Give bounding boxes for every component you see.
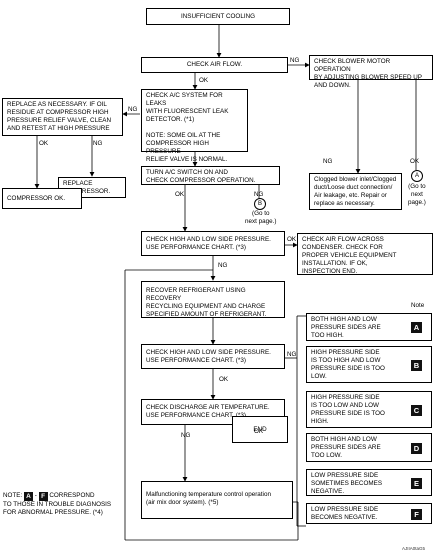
box-check-blower-motor: CHECK BLOWER MOTOR OPERATION BY ADJUSTIN… bbox=[309, 55, 433, 89]
badge-f-icon: F bbox=[38, 492, 48, 501]
box-check-air-flow: CHECK AIR FLOW. bbox=[141, 57, 288, 73]
note-text: HIGH PRESSURE SIDE IS TOO HIGH AND LOW P… bbox=[311, 349, 385, 380]
label-ok: OK bbox=[175, 191, 185, 198]
label-goto-next-page: (Go to next page.) bbox=[408, 183, 426, 206]
note-text: HIGH PRESSURE SIDE IS TOO LOW AND LOW PR… bbox=[311, 394, 385, 425]
badge-a-icon: A bbox=[411, 322, 422, 333]
box-recover-refrigerant: RECOVER REFRIGERANT USING RECOVERY RECYC… bbox=[141, 281, 285, 318]
box-replace-as-necessary: REPLACE AS NECESSARY. IF OIL RESIDUE AT … bbox=[2, 98, 123, 136]
label-ng: NG bbox=[93, 140, 103, 147]
label-ng: NG bbox=[181, 432, 191, 439]
footnote-line3: FOR ABNORMAL PRESSURE. (*4) bbox=[3, 509, 103, 516]
note-text: LOW PRESSURE SIDE SOMETIMES BECOMES NEGA… bbox=[311, 472, 383, 495]
badge-a-icon: A bbox=[24, 492, 33, 501]
footnote-prefix: NOTE: bbox=[3, 492, 23, 499]
note-text: BOTH HIGH AND LOW PRESSURE SIDES ARE TOO… bbox=[311, 316, 381, 339]
label-ok: OK bbox=[219, 376, 229, 383]
box-check-high-low-1: CHECK HIGH AND LOW SIDE PRESSURE. USE PE… bbox=[141, 231, 285, 256]
note-box-f: LOW PRESSURE SIDE BECOMES NEGATIVE. bbox=[306, 503, 432, 524]
label-ok: OK bbox=[287, 236, 297, 243]
label-ok: OK bbox=[39, 140, 49, 147]
label-ok: OK bbox=[199, 77, 209, 84]
box-check-ac-leaks: CHECK A/C SYSTEM FOR LEAKS WITH FLUORESC… bbox=[141, 89, 248, 163]
note-text: BOTH HIGH AND LOW PRESSURE SIDES ARE TOO… bbox=[311, 436, 381, 459]
footnote-dash: - bbox=[33, 492, 39, 499]
label-goto-next-page: (Go to next page.) bbox=[245, 210, 277, 225]
figure-code: AJIIA0taG5 bbox=[402, 546, 426, 551]
badge-f-icon: F bbox=[411, 509, 422, 520]
connector-b: B bbox=[254, 198, 266, 210]
box-turn-ac-on: TURN A/C SWITCH ON AND CHECK COMPRESSOR … bbox=[141, 166, 280, 185]
label-ng: NG bbox=[128, 106, 138, 113]
label-ng: NG bbox=[287, 351, 297, 358]
note-title: Note bbox=[411, 302, 425, 309]
footnote: NOTE: A - F CORRESPOND TO THOSE IN TROUB… bbox=[3, 492, 111, 517]
box-check-condenser: CHECK AIR FLOW ACROSS CONDENSER. CHECK F… bbox=[297, 233, 433, 275]
box-check-high-low-2: CHECK HIGH AND LOW SIDE PRESSURE. USE PE… bbox=[141, 344, 285, 369]
label-ng: NG bbox=[290, 57, 300, 64]
badge-e-icon: E bbox=[411, 478, 422, 489]
box-insufficient-cooling: INSUFFICIENT COOLING bbox=[146, 8, 290, 25]
label-ok: OK bbox=[410, 158, 420, 165]
box-end: END bbox=[232, 416, 288, 443]
connector-a: A bbox=[411, 170, 423, 182]
footnote-line2: TO THOSE IN TROUBLE DIAGNOSIS bbox=[3, 501, 112, 508]
label-ng: NG bbox=[218, 262, 228, 269]
badge-c-icon: C bbox=[411, 405, 422, 416]
badge-b-icon: B bbox=[411, 360, 422, 371]
note-text: LOW PRESSURE SIDE BECOMES NEGATIVE. bbox=[311, 506, 379, 521]
label-ok: OK bbox=[254, 428, 264, 435]
badge-d-icon: D bbox=[411, 443, 422, 454]
box-compressor-ok: COMPRESSOR OK. bbox=[2, 188, 82, 209]
footnote-after: CORRESPOND bbox=[47, 492, 95, 499]
label-ng: NG bbox=[323, 158, 333, 165]
box-malfunction: Malfunctioning temperature control opera… bbox=[141, 481, 293, 519]
box-clogged-blower: Clogged blower inlet/Clogged duct/Loose … bbox=[309, 173, 402, 210]
label-ng: NG bbox=[254, 191, 264, 198]
